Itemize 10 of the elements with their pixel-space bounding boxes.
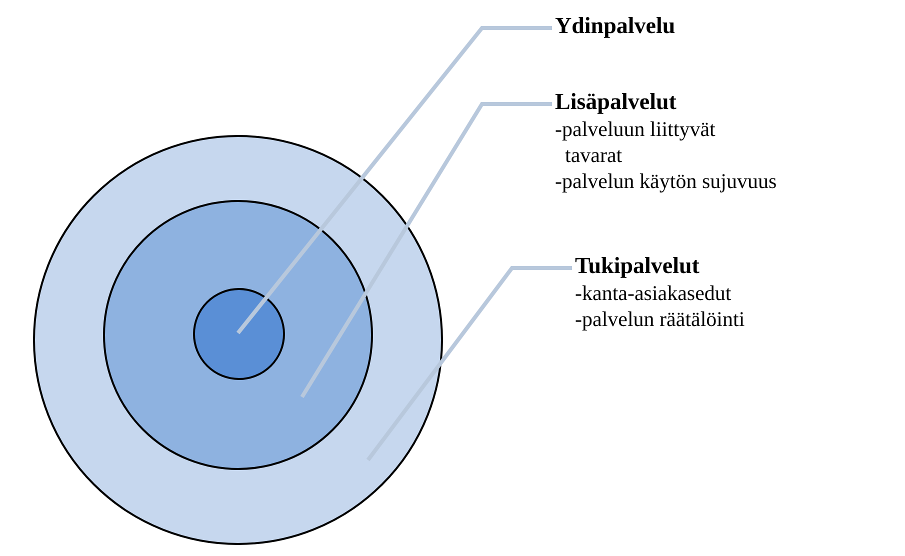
- service-heading: Tukipalvelut: [575, 252, 700, 280]
- service-item-text: -palvelun käytön sujuvuus: [555, 168, 778, 194]
- leader-line: [236, 26, 552, 334]
- service-item-text: -palveluun liittyvät tavarat: [555, 116, 716, 168]
- leader-line: [300, 102, 552, 398]
- leader-line: [366, 266, 572, 462]
- service-item-text: -palvelun räätälöinti: [575, 306, 746, 332]
- service-heading: Ydinpalvelu: [555, 12, 676, 40]
- service-heading: Lisäpalvelut: [555, 88, 678, 116]
- service-item-text: -kanta-asiakasedut: [575, 280, 732, 306]
